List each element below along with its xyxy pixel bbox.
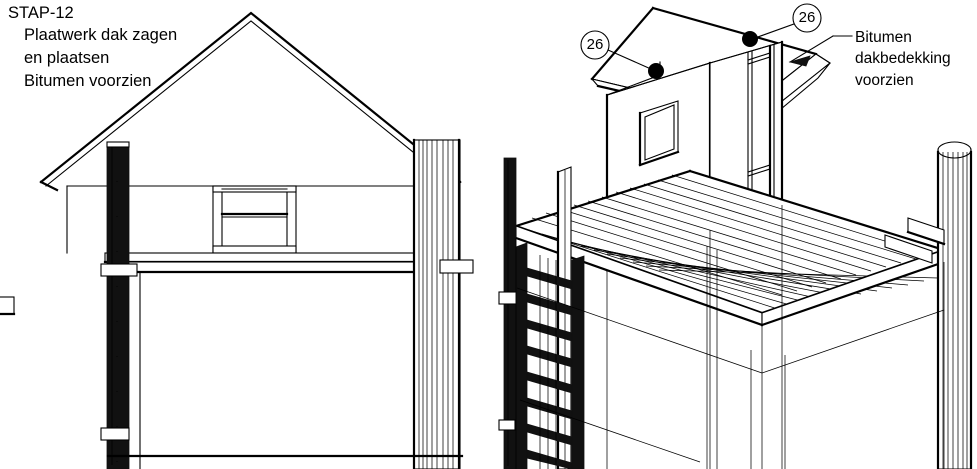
iso-post-house-left — [556, 166, 572, 469]
iso-side-opening — [747, 44, 775, 219]
step-code-label: STAP-12 — [8, 4, 74, 22]
iso-under-deck-framing — [515, 238, 945, 469]
elevation-left-post — [100, 141, 138, 469]
iso-ladder — [515, 242, 585, 469]
ladder-rungs — [526, 267, 573, 469]
iso-deck-beams — [514, 225, 946, 327]
callout-right-number: 26 — [798, 9, 816, 26]
callout-left-number: 26 — [586, 36, 604, 53]
bitumen-note-text: Bitumen dakbedekking voorzien — [855, 29, 951, 89]
iso-window — [638, 100, 680, 167]
step-description-text: Plaatwerk dak zagen en plaatsen Bitumen … — [24, 26, 178, 90]
elevation-right-post — [412, 138, 474, 469]
edge-fragment — [0, 296, 16, 316]
iso-post-left — [498, 157, 518, 469]
isometric-view — [498, 6, 973, 469]
callout-left — [580, 30, 664, 79]
callout-right — [742, 3, 822, 47]
iso-lower-walls — [606, 205, 783, 469]
right-note-leader — [788, 35, 853, 67]
elevation-view — [0, 11, 474, 469]
iso-post-round-right — [906, 141, 973, 469]
